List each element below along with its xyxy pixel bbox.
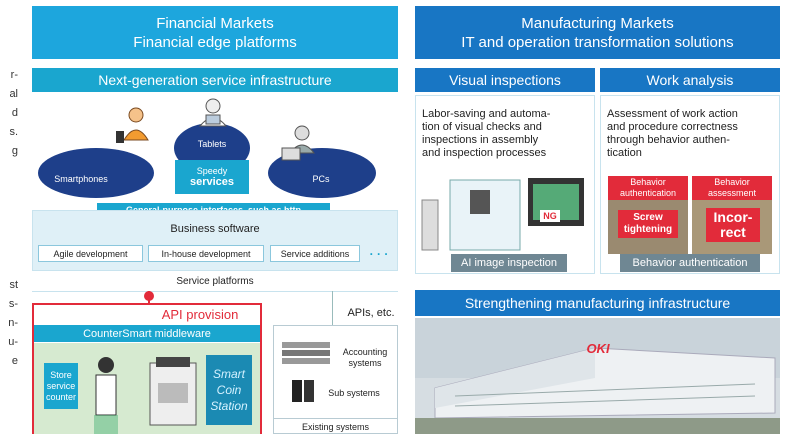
oki-logo: OKI xyxy=(586,340,610,356)
manufacturing-header: Manufacturing Markets IT and operation t… xyxy=(415,6,780,59)
apis-connector-line xyxy=(332,291,333,331)
factory-image: OKI xyxy=(415,318,780,434)
smart-coin-station-logo: Smart Coin Station xyxy=(206,355,252,425)
manufacturing-header-title: Manufacturing Markets xyxy=(521,14,674,32)
accounting-systems-label: Accounting systems xyxy=(332,344,398,372)
business-software-label: Business software xyxy=(170,223,260,235)
apis-etc-label: APIs, etc. xyxy=(347,307,395,319)
coin-station-graphic xyxy=(94,357,197,434)
pcs-label: PCs xyxy=(312,174,330,184)
station-line: Station xyxy=(210,399,248,413)
tag-line: assessment xyxy=(707,188,757,198)
desc-line: and inspection processes xyxy=(422,147,547,159)
inspection-image: NG xyxy=(420,172,590,252)
tag-line: Behavior xyxy=(714,177,750,187)
left-text-fragments: r- al d s. g xyxy=(0,66,18,161)
tag-line: Behavior xyxy=(630,177,666,187)
financial-header: Financial Markets Financial edge platfor… xyxy=(32,6,398,59)
server-graphic xyxy=(282,342,330,402)
incorrect-label: Incor- rect xyxy=(706,208,760,242)
speedy-services-badge: Speedy services xyxy=(175,160,249,194)
api-provision-label: API provision xyxy=(161,306,239,322)
service-platforms-label: Service platforms xyxy=(32,270,398,291)
countersmart-image: Store service counter Smart Coin Station xyxy=(34,343,260,434)
next-gen-header: Next-generation service infrastructure xyxy=(32,68,398,92)
api-connector-dot xyxy=(144,291,154,301)
text-fragment: g xyxy=(11,145,18,157)
countersmart-header: CounterSmart middleware xyxy=(34,325,260,342)
text-fragment: n- xyxy=(8,317,18,329)
screw-tightening-label: Screw tightening xyxy=(618,210,678,238)
accounting-line: Accounting xyxy=(342,347,388,357)
financial-header-title: Financial Markets xyxy=(156,14,274,32)
service-line: service xyxy=(46,380,76,391)
smartphones-label: Smartphones xyxy=(54,174,108,184)
desc-line: inspections in assembly xyxy=(422,134,539,146)
counter-line: counter xyxy=(45,391,77,402)
desc-line: Assessment of work action xyxy=(607,108,738,120)
ng-marker: NG xyxy=(540,210,560,222)
agile-development-button[interactable]: Agile development xyxy=(38,245,143,262)
rect-line: rect xyxy=(720,224,746,240)
screw-line: Screw xyxy=(633,212,663,223)
left-text-fragments-2: st s- n- u- e xyxy=(0,276,18,371)
text-fragment: r- xyxy=(10,69,18,81)
desc-line: tion of visual checks and xyxy=(422,121,542,133)
tablets-label: Tablets xyxy=(197,139,227,149)
visual-inspections-description: Labor-saving and automa- tion of visual … xyxy=(422,108,592,160)
text-fragment: s- xyxy=(8,298,18,310)
systems-line: systems xyxy=(348,358,382,368)
existing-systems-label: Existing systems xyxy=(274,418,397,434)
text-fragment: st xyxy=(9,279,18,291)
in-house-development-button[interactable]: In-house development xyxy=(148,245,264,262)
tag-line: authentication xyxy=(619,188,677,198)
tightening-line: tightening xyxy=(623,224,673,235)
text-fragment: d xyxy=(11,107,18,119)
text-fragment: al xyxy=(9,88,18,100)
financial-header-subtitle: Financial edge platforms xyxy=(133,33,297,51)
desc-line: tication xyxy=(607,147,642,159)
incor-line: Incor- xyxy=(713,209,753,225)
manufacturing-header-subtitle: IT and operation transformation solution… xyxy=(461,33,734,51)
factory-building-graphic xyxy=(415,318,780,434)
smart-line: Smart xyxy=(212,367,245,381)
desc-line: and procedure correctness xyxy=(607,121,738,133)
store-service-counter-sign: Store service counter xyxy=(44,363,78,409)
speedy-label: Speedy xyxy=(196,166,228,176)
behavior-authentication-tag: Behavior authentication xyxy=(608,176,688,200)
existing-systems-box: Accounting systems Sub systems Existing … xyxy=(273,325,398,434)
work-analysis-header: Work analysis xyxy=(600,68,780,92)
text-fragment: e xyxy=(11,355,18,367)
more-dots: · · · xyxy=(369,246,389,261)
strengthening-header: Strengthening manufacturing infrastructu… xyxy=(415,290,780,316)
desc-line: through behavior authen- xyxy=(607,134,730,146)
device-area: Tablets Smartphones PCs Speedy services xyxy=(32,93,398,205)
behavior-assessment-tag: Behavior assessment xyxy=(692,176,772,200)
coin-line: Coin xyxy=(216,383,242,397)
sub-systems-label: Sub systems xyxy=(328,388,380,398)
service-additions-button[interactable]: Service additions xyxy=(270,245,360,262)
inspection-machine-graphic xyxy=(421,178,584,251)
store-line: Store xyxy=(50,369,72,380)
visual-inspections-header: Visual inspections xyxy=(415,68,595,92)
work-analysis-description: Assessment of work action and procedure … xyxy=(607,108,779,160)
services-label: services xyxy=(189,176,235,188)
desc-line: Labor-saving and automa- xyxy=(422,108,551,120)
text-fragment: s. xyxy=(9,126,18,138)
ai-image-inspection-caption: AI image inspection xyxy=(451,254,567,272)
behavior-authentication-caption: Behavior authentication xyxy=(620,254,760,272)
text-fragment: u- xyxy=(8,336,18,348)
